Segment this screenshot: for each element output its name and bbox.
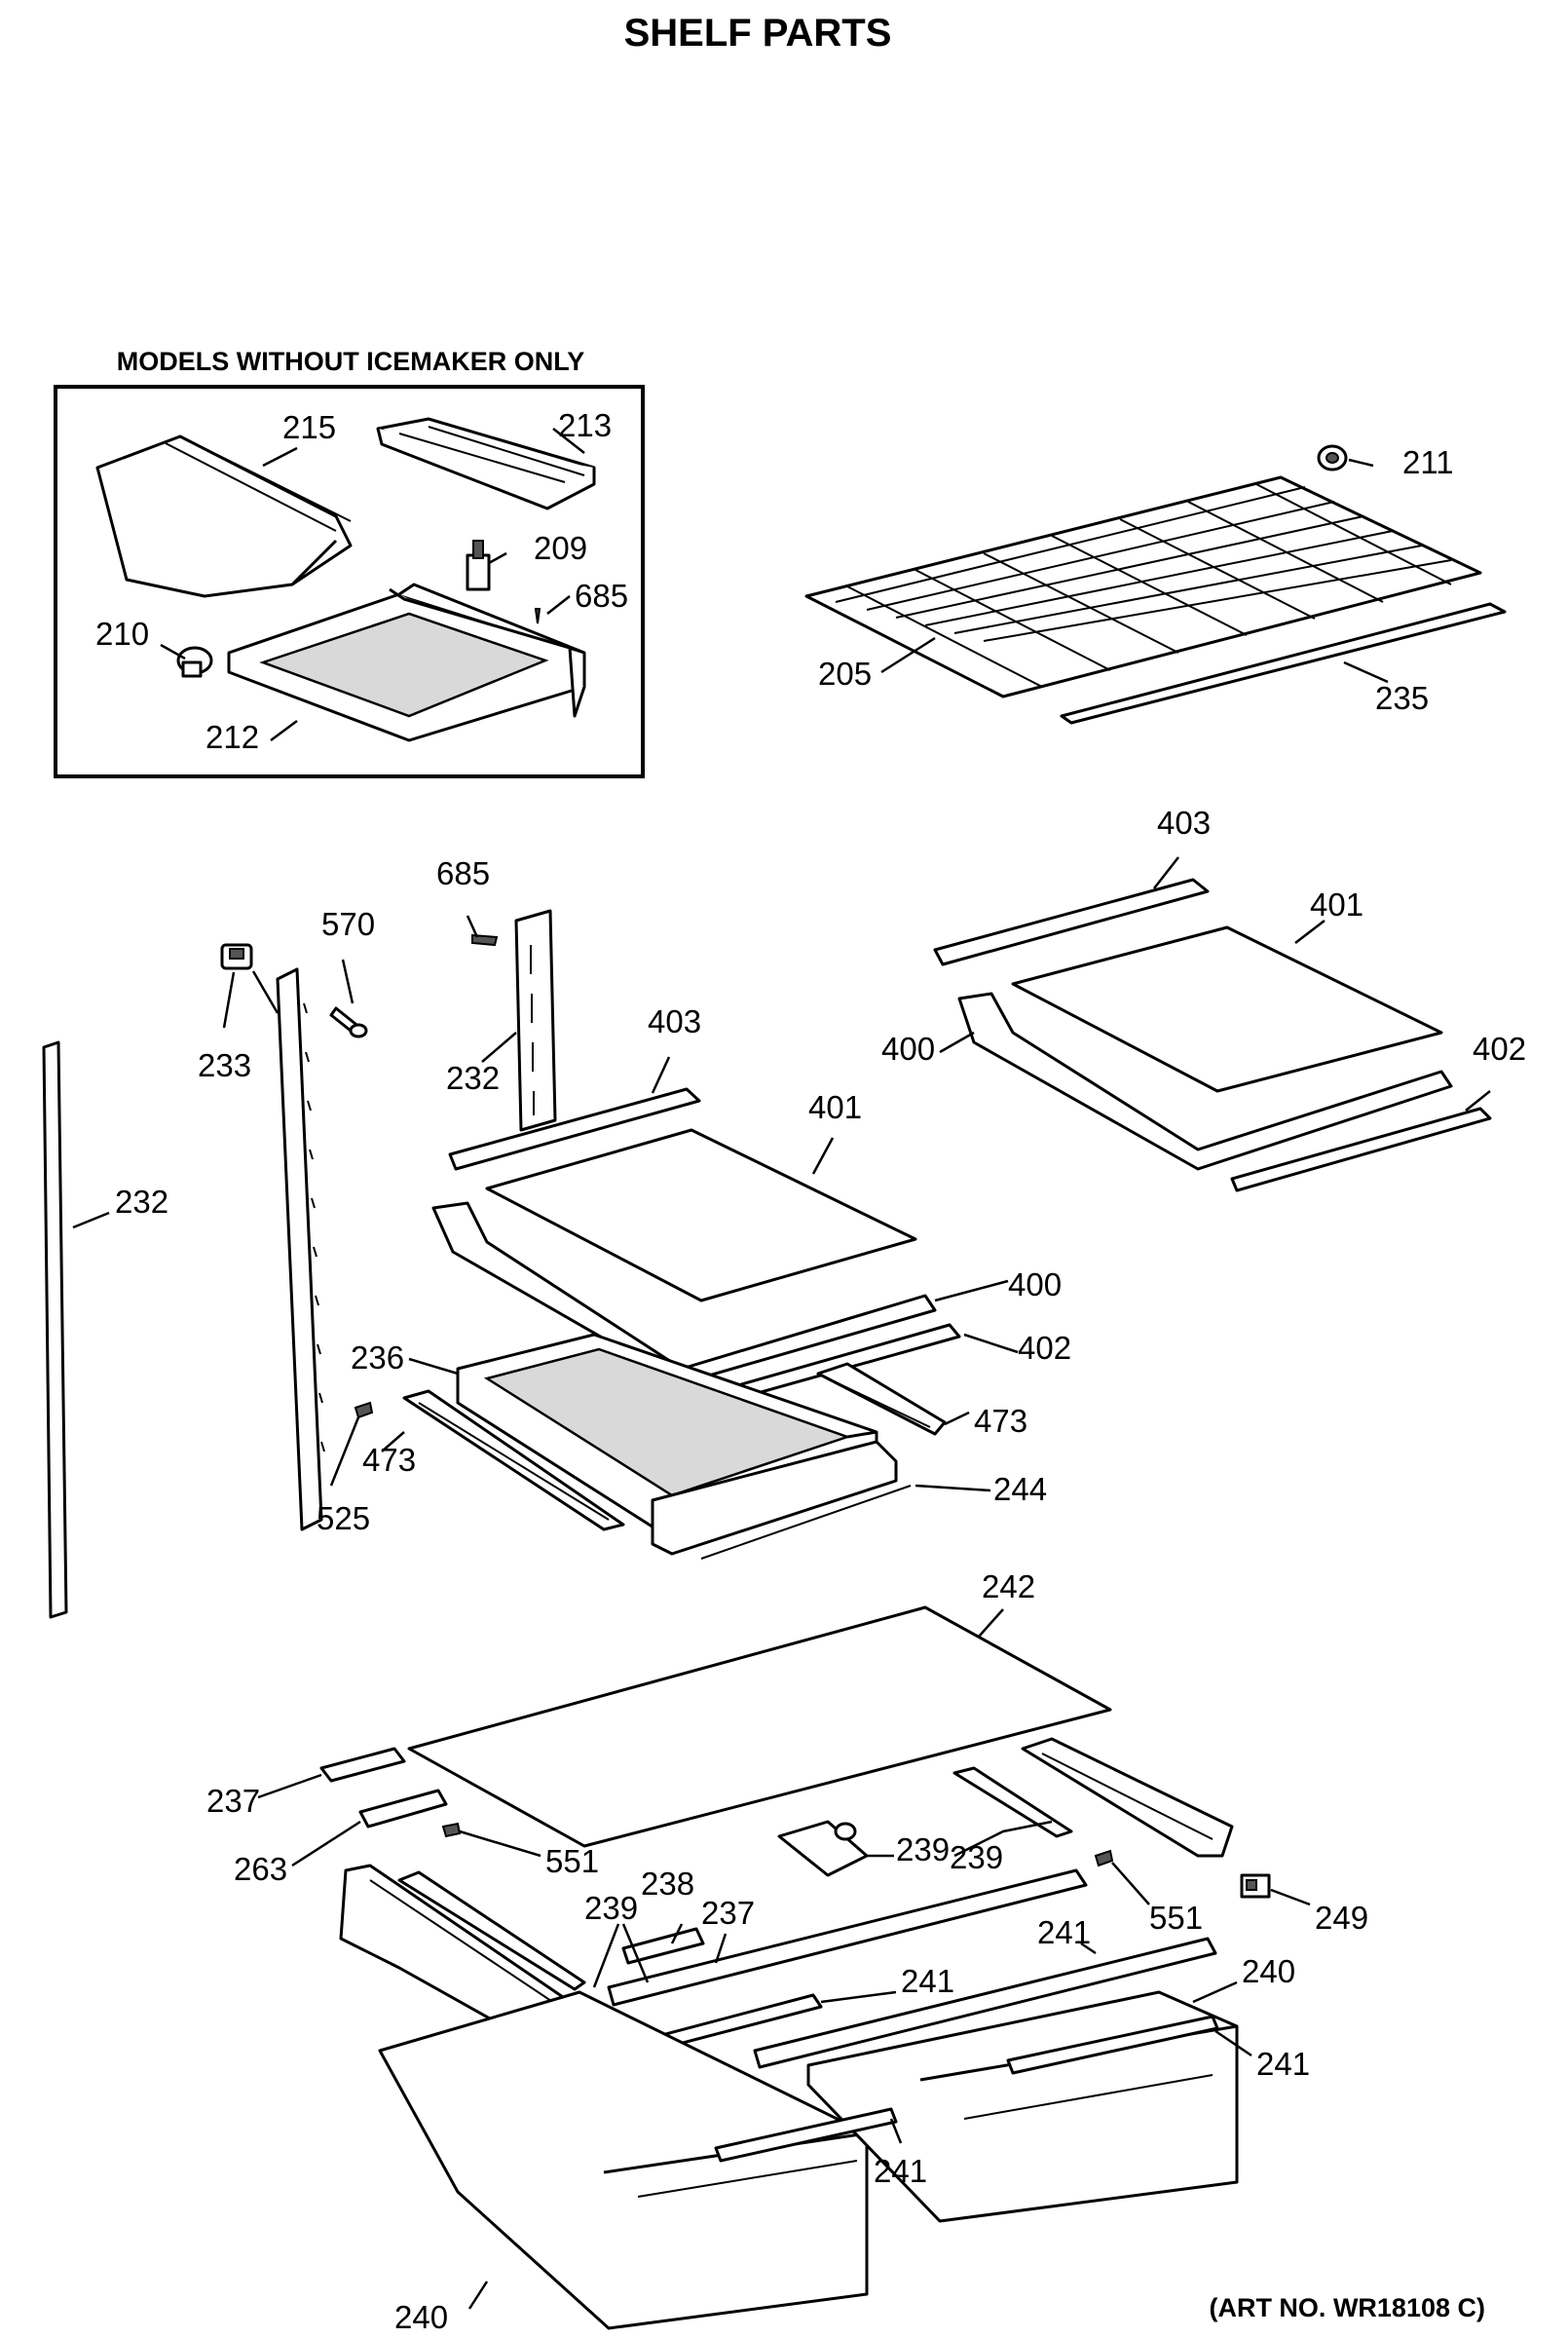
glass-shelf-401-right xyxy=(1011,925,1443,1093)
left-frame-239 xyxy=(339,1864,586,2038)
callout-473-left: 473 xyxy=(362,1442,416,1478)
rail-237-left xyxy=(319,1747,406,1783)
shelf-frame-400-right xyxy=(957,992,1453,1171)
trim-241-lower xyxy=(714,2107,898,2163)
callout-241-middle: 241 xyxy=(901,1963,954,1999)
callout-551-right: 551 xyxy=(1149,1900,1203,1936)
slide-239-inner xyxy=(952,1766,1073,1838)
callout-237-front: 237 xyxy=(701,1895,755,1931)
trim-402-right xyxy=(1230,1107,1492,1192)
callout-242: 242 xyxy=(982,1568,1035,1604)
callout-235: 235 xyxy=(1375,680,1429,716)
screw-685-inset xyxy=(534,608,541,624)
callout-241-right: 241 xyxy=(1256,2046,1310,2082)
leader-lines xyxy=(72,428,1491,2310)
trim-241-right xyxy=(753,1937,1217,2069)
callout-403-middle: 403 xyxy=(648,1003,701,1039)
screw-685-center xyxy=(471,933,499,947)
ladder-233 xyxy=(276,967,325,1531)
ice-tray-213 xyxy=(376,417,596,510)
callout-401-middle: 401 xyxy=(808,1089,862,1125)
rail-232-left xyxy=(42,1040,68,1619)
callout-215: 215 xyxy=(282,409,336,445)
callout-241-lower: 241 xyxy=(874,2153,927,2189)
right-rail-239 xyxy=(1021,1737,1234,1858)
callout-241-upper: 241 xyxy=(1037,1914,1091,1950)
callout-400-right: 400 xyxy=(881,1031,935,1067)
callout-401-right: 401 xyxy=(1310,886,1363,923)
trim-403-right xyxy=(933,878,1210,966)
callout-240-right: 240 xyxy=(1242,1953,1295,1989)
trim-241-right-lower xyxy=(1006,2015,1219,2075)
callout-211: 211 xyxy=(1402,444,1454,480)
slide-473-left xyxy=(402,1389,625,1531)
callout-403-right: 403 xyxy=(1157,805,1211,841)
trim-235 xyxy=(1060,602,1507,725)
slide-239-center xyxy=(777,1820,869,1877)
callout-237-left: 237 xyxy=(206,1783,260,1819)
callout-551-left: 551 xyxy=(545,1843,599,1879)
callout-239-center: 239 xyxy=(896,1831,950,1867)
callout-209: 209 xyxy=(534,530,587,566)
screw-570 xyxy=(329,1006,368,1038)
trim-403-middle xyxy=(448,1087,701,1171)
callout-232-left: 232 xyxy=(115,1184,168,1220)
inset-caption: MODELS WITHOUT ICEMAKER ONLY xyxy=(117,347,585,376)
pan-244 xyxy=(651,1440,912,1560)
glass-shelf-242 xyxy=(407,1605,1112,1848)
glass-shelf-401-middle xyxy=(485,1128,917,1302)
callout-402-right: 402 xyxy=(1473,1031,1526,1067)
callout-205: 205 xyxy=(818,656,872,692)
screw-525 xyxy=(354,1401,374,1419)
knob-210 xyxy=(176,646,213,678)
screw-551-right xyxy=(1094,1849,1114,1867)
bracket-209 xyxy=(466,540,491,591)
slide-473-right xyxy=(816,1362,947,1436)
bracket-263 xyxy=(358,1789,448,1829)
callout-570: 570 xyxy=(321,906,375,942)
wire-shelf-205 xyxy=(804,475,1482,698)
rail-237-front xyxy=(607,1868,1088,2007)
callout-239-right: 239 xyxy=(950,1839,1003,1875)
callout-232-center: 232 xyxy=(446,1060,500,1096)
ice-bucket-215 xyxy=(95,434,353,598)
callout-213: 213 xyxy=(558,407,612,443)
callout-210: 210 xyxy=(95,616,149,652)
art-number: (ART NO. WR18108 C) xyxy=(1209,2293,1485,2322)
callout-685-inset: 685 xyxy=(575,578,628,614)
ice-rack-212 xyxy=(227,583,586,742)
callout-numbers: 215 213 209 685 210 212 211 205 235 403 … xyxy=(95,407,1526,2335)
callout-212: 212 xyxy=(205,719,259,755)
callout-238: 238 xyxy=(641,1866,694,1902)
cover-238 xyxy=(621,1927,705,1965)
callout-233: 233 xyxy=(198,1047,251,1083)
callout-236: 236 xyxy=(351,1339,404,1376)
callout-239-left: 239 xyxy=(584,1890,638,1926)
diagram-title: SHELF PARTS xyxy=(624,12,892,55)
callout-400-middle: 400 xyxy=(1008,1266,1062,1302)
callout-473-right: 473 xyxy=(974,1403,1027,1439)
callout-402-middle: 402 xyxy=(1018,1330,1071,1366)
callout-240-left: 240 xyxy=(394,2299,448,2335)
callout-263: 263 xyxy=(234,1851,287,1887)
callout-525: 525 xyxy=(317,1500,370,1536)
ladder-232-center xyxy=(514,909,557,1132)
cap-211 xyxy=(1317,444,1348,471)
stop-233 xyxy=(220,943,253,970)
shelf-frame-400-middle xyxy=(431,1201,937,1385)
bracket-249 xyxy=(1240,1873,1271,1899)
callout-249: 249 xyxy=(1315,1900,1368,1936)
callout-244: 244 xyxy=(993,1471,1047,1507)
crisper-240-left xyxy=(378,1990,869,2330)
inset-box xyxy=(54,385,645,778)
callout-685-center: 685 xyxy=(436,855,490,891)
screw-551-left xyxy=(441,1822,462,1838)
